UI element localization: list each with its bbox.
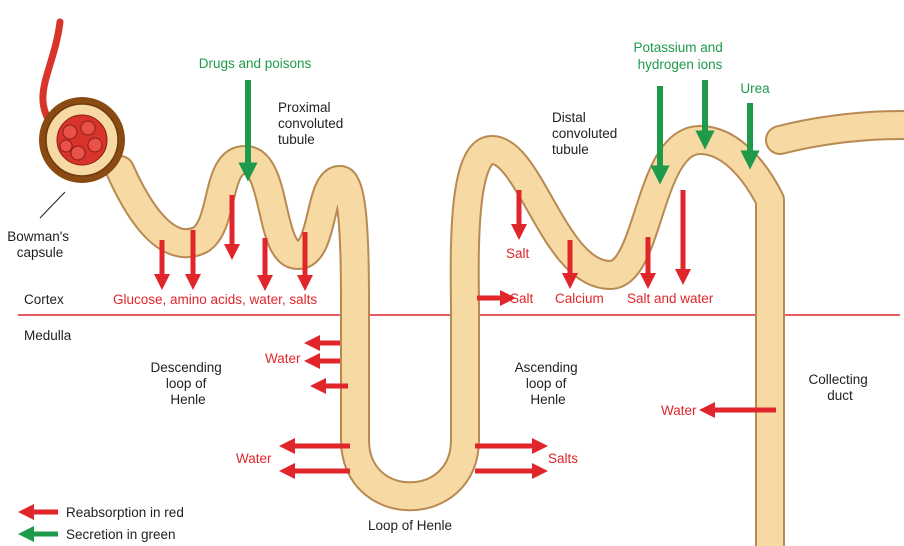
distal-tubule-label: Distal convoluted tubule xyxy=(552,110,621,157)
nephron-tubule xyxy=(120,125,904,546)
bowmans-capsule-label: Bowman's capsule xyxy=(7,229,73,260)
legend: Reabsorption in red Secretion in green xyxy=(26,505,184,542)
salt-and-water-label: Salt and water xyxy=(627,291,714,306)
water-label: Water xyxy=(265,351,301,366)
salt-label: Salt xyxy=(510,291,534,306)
loop-of-henle-label: Loop of Henle xyxy=(368,518,452,533)
capsule-pointer xyxy=(40,192,65,218)
calcium-label: Calcium xyxy=(555,291,604,306)
cortex-label: Cortex xyxy=(24,292,64,307)
glomerulus xyxy=(57,115,107,165)
medulla-label: Medulla xyxy=(24,328,72,343)
proximal-tubule-label: Proximal convoluted tubule xyxy=(278,100,347,147)
salt-label: Salt xyxy=(506,246,530,261)
water-label: Water xyxy=(236,451,272,466)
potassium-hydrogen-label: Potassium and hydrogen ions xyxy=(633,40,726,72)
collecting-duct-label: Collecting duct xyxy=(808,372,871,403)
proximal-reabsorption-label: Glucose, amino acids, water, salts xyxy=(113,292,317,307)
salts-label: Salts xyxy=(548,451,578,466)
ascending-loop-label: Ascending loop of Henle xyxy=(515,360,582,407)
drugs-poisons-label: Drugs and poisons xyxy=(199,56,312,71)
legend-reabsorption-label: Reabsorption in red xyxy=(66,505,184,520)
water-label: Water xyxy=(661,403,697,418)
descending-loop-label: Descending loop of Henle xyxy=(150,360,225,407)
legend-secretion-label: Secretion in green xyxy=(66,527,176,542)
urea-label: Urea xyxy=(740,81,770,96)
